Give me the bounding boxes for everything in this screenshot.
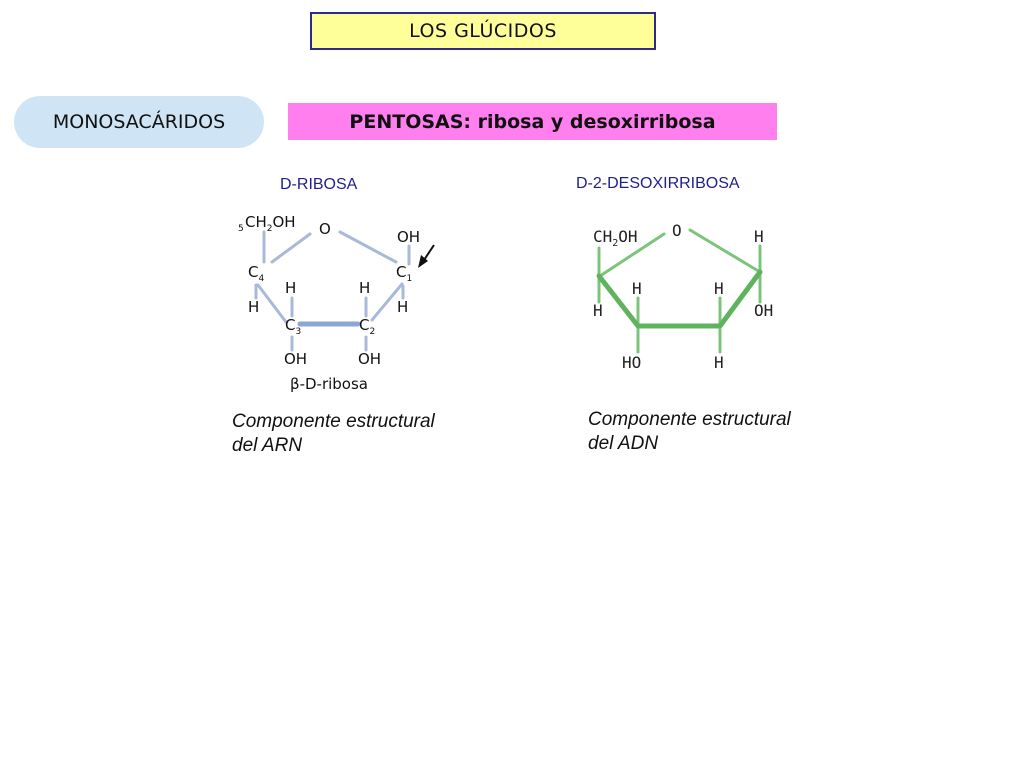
deoxy-c3-ho: HO [622, 353, 641, 372]
ribose-c4-h: H [248, 298, 259, 316]
deoxyribose-structure: CH2OH O H H H H OH HO H [593, 221, 773, 372]
deoxyribose-caption: Componente estructural del ADN [588, 409, 791, 454]
ribose-c3-oh: OH [284, 350, 307, 368]
c5-prefix: 5 [238, 224, 244, 234]
ribose-bonds [254, 230, 411, 352]
deoxy-c1-oh: OH [754, 301, 773, 320]
slide-title: LOS GLÚCIDOS [310, 12, 656, 50]
deoxy-c1-h: H [754, 227, 764, 246]
deoxy-c2-h-bottom: H [714, 353, 724, 372]
anomeric-arrow [418, 244, 435, 268]
ribose-c2-oh: OH [358, 350, 381, 368]
section-subtitle: PENTOSAS: ribosa y desoxirribosa [288, 101, 777, 140]
ribose-c1: C1 [396, 263, 412, 284]
ribose-anomer-label: β-D-ribosa [290, 375, 368, 393]
deoxy-ch2oh: CH2OH [593, 227, 638, 249]
deoxy-ring-oxygen: O [672, 221, 682, 240]
ribose-c1-oh: OH [397, 228, 420, 246]
deoxyribose-heading: D-2-DESOXIRRIBOSA [576, 175, 740, 192]
ribose-c1-h: H [397, 298, 408, 316]
category-label: MONOSACÁRIDOS [14, 96, 264, 148]
ribose-ring-oxygen: O [319, 220, 331, 238]
deoxy-c3-h-top: H [632, 279, 642, 298]
ribose-ch2oh: CH2OH [245, 213, 296, 234]
ribose-caption: Componente estructural del ARN [232, 411, 435, 456]
deoxyribose-bonds [597, 228, 762, 354]
ribose-c2: C2 [359, 316, 375, 337]
ribose-c3-h: H [285, 279, 296, 297]
deoxy-c2-h-top: H [714, 279, 724, 298]
deoxyribose-front-bonds [596, 269, 763, 329]
ribose-heading: D-RIBOSA [280, 176, 358, 193]
ribose-structure: 5 CH2OH O OH C4 C1 H H H H C3 C2 OH OH β… [238, 213, 435, 393]
ribose-c2-h: H [359, 279, 370, 297]
ribose-c3: C3 [285, 316, 301, 337]
ribose-c4: C4 [248, 263, 264, 284]
deoxy-c4-h: H [593, 301, 603, 320]
